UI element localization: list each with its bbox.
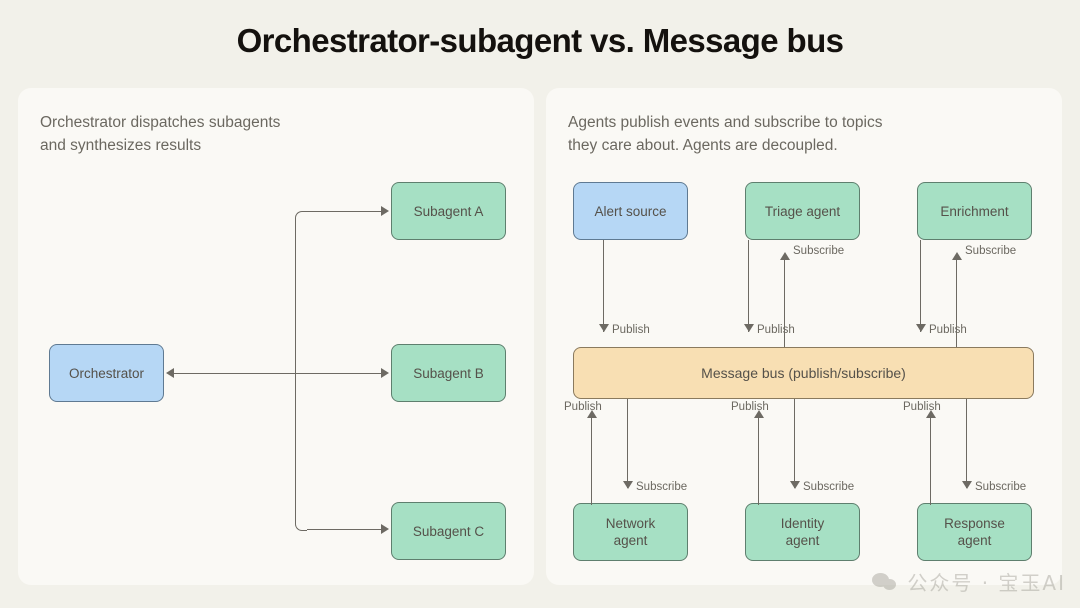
edge-label-publish-identity: Publish [731,401,769,413]
connector-publish-identity [758,418,760,505]
node-subagent-b[interactable]: Subagent B [391,344,506,402]
arrowhead-to-subagent-b [381,368,389,378]
node-label: Alert source [594,203,667,219]
edge-label-subscribe-triage: Subscribe [793,245,845,257]
node-alert-source[interactable]: Alert source [573,182,688,240]
connector-publish-network [591,418,593,505]
node-label: Orchestrator [68,365,145,381]
node-orchestrator[interactable]: Orchestrator [49,344,164,402]
connector-subscribe-network [627,399,629,488]
node-label: Network agent [605,516,656,548]
connector-publish-triage [748,240,750,332]
panel-orchestrator-subagent: Orchestrator dispatches subagents and sy… [18,88,534,585]
connector-subscribe-enrichment [956,260,958,347]
node-triage-agent[interactable]: Triage agent [745,182,860,240]
connector-corner-top [295,211,307,223]
watermark-text: 公众号 · 宝玉AI [907,571,1066,595]
node-label: Enrichment [940,203,1009,219]
edge-label-publish-alert-source: Publish [612,324,650,336]
node-label: Message bus (publish/subscribe) [701,364,906,381]
connector-middle-horizontal [174,373,381,375]
connector-subscribe-triage [784,260,786,347]
arrowhead-to-subagent-c [381,524,389,534]
connector-to-subagent-a [307,211,381,213]
arrowhead-publish-triage [744,324,754,332]
edge-label-publish-network: Publish [564,401,602,413]
edge-label-publish-response: Publish [903,401,941,413]
arrowhead-publish-enrichment [916,324,926,332]
node-label: Response agent [944,516,1005,548]
connector-to-subagent-c [307,529,381,531]
arrowhead-subscribe-triage [780,252,790,260]
arrowhead-publish-identity [754,410,764,418]
edge-label-subscribe-response: Subscribe [975,481,1027,493]
node-subagent-c[interactable]: Subagent C [391,502,506,560]
node-response-agent[interactable]: Response agent [917,503,1032,561]
connector-corner-bottom [295,519,307,531]
node-label: Subagent C [412,523,485,539]
arrowhead-publish-network [587,410,597,418]
arrowhead-to-orchestrator [166,368,174,378]
edge-label-publish-enrichment: Publish [929,324,967,336]
node-subagent-a[interactable]: Subagent A [391,182,506,240]
node-label: Subagent A [413,203,484,219]
connector-subscribe-identity [794,399,796,488]
connector-publish-alert-source [603,240,605,332]
node-enrichment[interactable]: Enrichment [917,182,1032,240]
wechat-icon [872,571,898,593]
node-label: Subagent B [413,365,484,381]
node-message-bus[interactable]: Message bus (publish/subscribe) [573,347,1034,399]
page-title: Orchestrator-subagent vs. Message bus [236,22,844,59]
node-network-agent[interactable]: Network agent [573,503,688,561]
right-panel-caption: Agents publish events and subscribe to t… [568,114,883,154]
arrowhead-publish-response [926,410,936,418]
watermark: 公众号 · 宝玉AI [872,567,1066,596]
connector-publish-response [930,418,932,505]
arrowhead-subscribe-enrichment [952,252,962,260]
edge-label-subscribe-enrichment: Subscribe [965,245,1017,257]
node-label: Triage agent [764,203,841,219]
arrowhead-subscribe-network [623,481,633,489]
arrowhead-subscribe-response [962,481,972,489]
edge-label-subscribe-network: Subscribe [636,481,688,493]
panel-message-bus: Agents publish events and subscribe to t… [546,88,1062,585]
connector-subscribe-response [966,399,968,488]
left-panel-caption: Orchestrator dispatches subagents and sy… [40,114,281,154]
edge-label-publish-triage: Publish [757,324,795,336]
connector-publish-enrichment [920,240,922,332]
arrowhead-to-subagent-a [381,206,389,216]
connector-trunk-vertical [295,218,297,524]
node-identity-agent[interactable]: Identity agent [745,503,860,561]
edge-label-subscribe-identity: Subscribe [803,481,855,493]
arrowhead-publish-alert-source [599,324,609,332]
node-label: Identity agent [780,516,825,548]
arrowhead-subscribe-identity [790,481,800,489]
